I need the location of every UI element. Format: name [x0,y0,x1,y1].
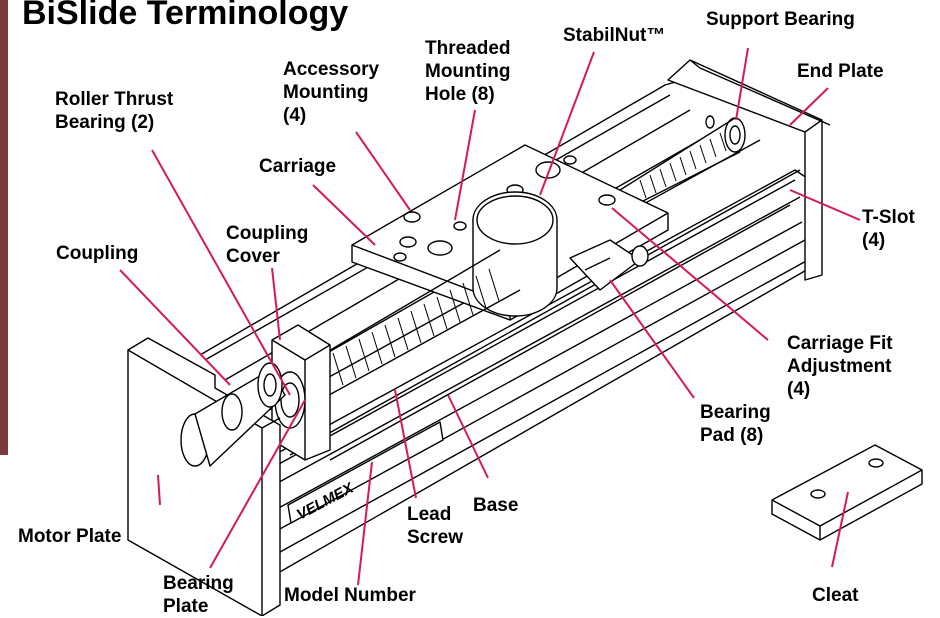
leader-bearing-plate [209,399,306,569]
label-stabilnut: StabilNut™ [563,25,666,46]
label-t-slot: T-Slot (4) [862,207,915,251]
label-lead-screw: Lead Screw [407,504,463,548]
leader-t-slot [789,189,861,221]
leader-support-bearing [735,47,749,121]
label-cleat: Cleat [812,585,859,606]
label-motor-plate: Motor Plate [18,526,122,547]
leader-cleat [831,491,849,568]
label-carriage-fit-adjustment: Carriage Fit Adjustment (4) [787,333,893,400]
leader-threaded-mounting-hole [454,109,476,221]
label-bearing-plate: Bearing Plate [163,573,234,617]
label-support-bearing: Support Bearing [706,9,855,30]
label-accessory-mounting: Accessory Mounting (4) [283,59,380,126]
leader-lines [119,47,861,586]
label-threaded-mounting-hole: Threaded Mounting Hole (8) [425,38,511,105]
label-roller-thrust-bearing: Roller Thrust Bearing (2) [55,89,174,133]
lead-screw [304,249,521,401]
bearing-pad [569,239,649,291]
label-coupling: Coupling [56,243,139,264]
label-coupling-cover: Coupling Cover [226,223,309,267]
leader-lead-screw [394,389,417,499]
leader-carriage [312,184,376,246]
label-base: Base [473,495,519,516]
support-bearing [705,115,746,153]
motor-plate [127,337,286,616]
leader-coupling [119,269,231,386]
leader-model-number [357,461,373,586]
left-accent-bar [0,0,8,455]
page-title: BiSlide Terminology [22,0,349,32]
label-end-plate: End Plate [797,61,884,82]
label-model-number: Model Number [284,585,416,606]
stabilnut [472,191,558,317]
end-plate [667,59,831,281]
label-bearing-pad: Bearing Pad (8) [700,402,771,446]
leader-motor-plate [157,474,161,506]
lead-screw-far [619,117,741,206]
leader-accessory-mounting [355,131,411,211]
leader-end-plate [789,87,829,126]
leader-coupling-cover [271,267,281,341]
leader-roller-thrust-bearing [151,149,291,396]
leader-stabilnut [539,51,595,196]
leader-base [447,394,489,479]
label-carriage: Carriage [259,156,337,177]
leader-carriage-fit-adjustment [611,207,769,341]
leader-bearing-pad [609,279,695,399]
